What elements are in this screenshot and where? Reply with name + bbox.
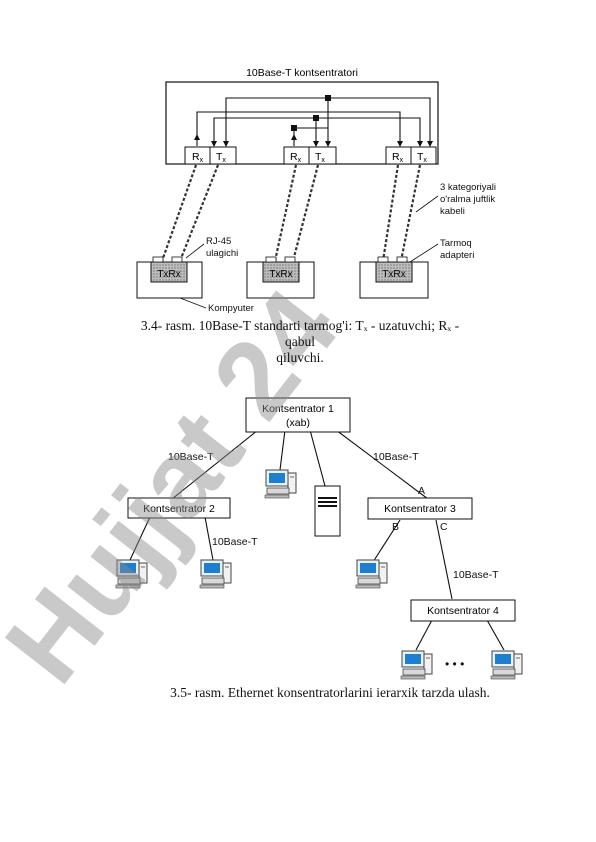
port-tx-label: Tx bbox=[417, 151, 427, 164]
adapter-label: adapteri bbox=[440, 250, 474, 261]
caption-line: 3.4- rasm. 10Base-T standarti tarmog'i: … bbox=[140, 318, 460, 333]
workstation-icon bbox=[400, 650, 433, 680]
hub-1-sublabel: (xab) bbox=[286, 417, 310, 429]
link-label: 10Base-T bbox=[453, 569, 499, 581]
hub-4: Kontsentrator 4 bbox=[410, 599, 516, 622]
port-rx-label: Rx bbox=[392, 151, 404, 164]
hub-port-1: Rx Tx bbox=[184, 146, 237, 165]
computer-2: TxRx bbox=[246, 256, 315, 299]
rj45-label: ulagichi bbox=[206, 248, 238, 259]
port-a-label: A bbox=[418, 485, 425, 497]
port-b-label: B bbox=[392, 521, 399, 533]
workstation-icon bbox=[490, 650, 523, 680]
caption-line: qiluvchi. bbox=[276, 350, 324, 365]
hub-port-3: Rx Tx bbox=[385, 146, 437, 165]
annotations: RJ-45 ulagichi 3 kategoriyali o'ralma ju… bbox=[179, 182, 496, 314]
figure-10base-t-network: 10Base-T kontsentratori bbox=[136, 67, 496, 314]
hub-3-label: Kontsentrator 3 bbox=[384, 503, 456, 515]
port-tx-label: Tx bbox=[315, 151, 325, 164]
port-c-label: C bbox=[440, 521, 448, 533]
workstation-icon bbox=[199, 559, 232, 589]
cable-label: 3 kategoriyali bbox=[440, 182, 496, 193]
port-rx-label: Rx bbox=[192, 151, 204, 164]
hub-1-label: Kontsentrator 1 bbox=[262, 403, 334, 415]
adapter-label: Tarmoq bbox=[440, 238, 472, 249]
nic-label: TxRx bbox=[269, 269, 292, 280]
twisted-pair-cables bbox=[160, 164, 422, 262]
hub-2: Kontsentrator 2 bbox=[127, 497, 231, 519]
hub-port-2: Rx Tx bbox=[283, 146, 337, 165]
caption-line: qabul bbox=[285, 334, 315, 349]
workstation-icon bbox=[264, 469, 297, 499]
workstation-icon bbox=[355, 559, 388, 589]
hub-1: Kontsentrator 1 (xab) bbox=[245, 397, 351, 433]
cable-label: kabeli bbox=[440, 206, 465, 217]
computer-1: TxRx bbox=[136, 256, 203, 299]
figure-hierarchy: Kontsentrator 1 (xab) Kontsentrator 2 Ko… bbox=[115, 397, 523, 680]
hub-label: 10Base-T kontsentratori bbox=[246, 67, 358, 79]
hub-4-label: Kontsentrator 4 bbox=[427, 605, 499, 617]
cable-label: o'ralma juftlik bbox=[440, 194, 495, 205]
figure-3-5-caption: 3.5- rasm. Ethernet konsentratorlarini i… bbox=[170, 685, 490, 700]
figure-3-4-caption: 3.4- rasm. 10Base-T standarti tarmog'i: … bbox=[100, 318, 500, 366]
hub-2-label: Kontsentrator 2 bbox=[143, 503, 215, 515]
link-label: 10Base-T bbox=[373, 451, 419, 463]
server-icon bbox=[314, 485, 341, 537]
rj45-label: RJ-45 bbox=[206, 236, 231, 247]
nic-label: TxRx bbox=[382, 269, 405, 280]
link-label: 10Base-T bbox=[168, 451, 214, 463]
link-label: 10Base-T bbox=[212, 536, 258, 548]
computer-3: TxRx bbox=[359, 256, 429, 299]
computer-label: Kompyuter bbox=[208, 303, 254, 314]
hub-3: Kontsentrator 3 bbox=[367, 497, 473, 520]
port-rx-label: Rx bbox=[290, 151, 302, 164]
ellipsis: • • • bbox=[445, 657, 464, 671]
nic-label: TxRx bbox=[157, 269, 180, 280]
port-tx-label: Tx bbox=[216, 151, 226, 164]
